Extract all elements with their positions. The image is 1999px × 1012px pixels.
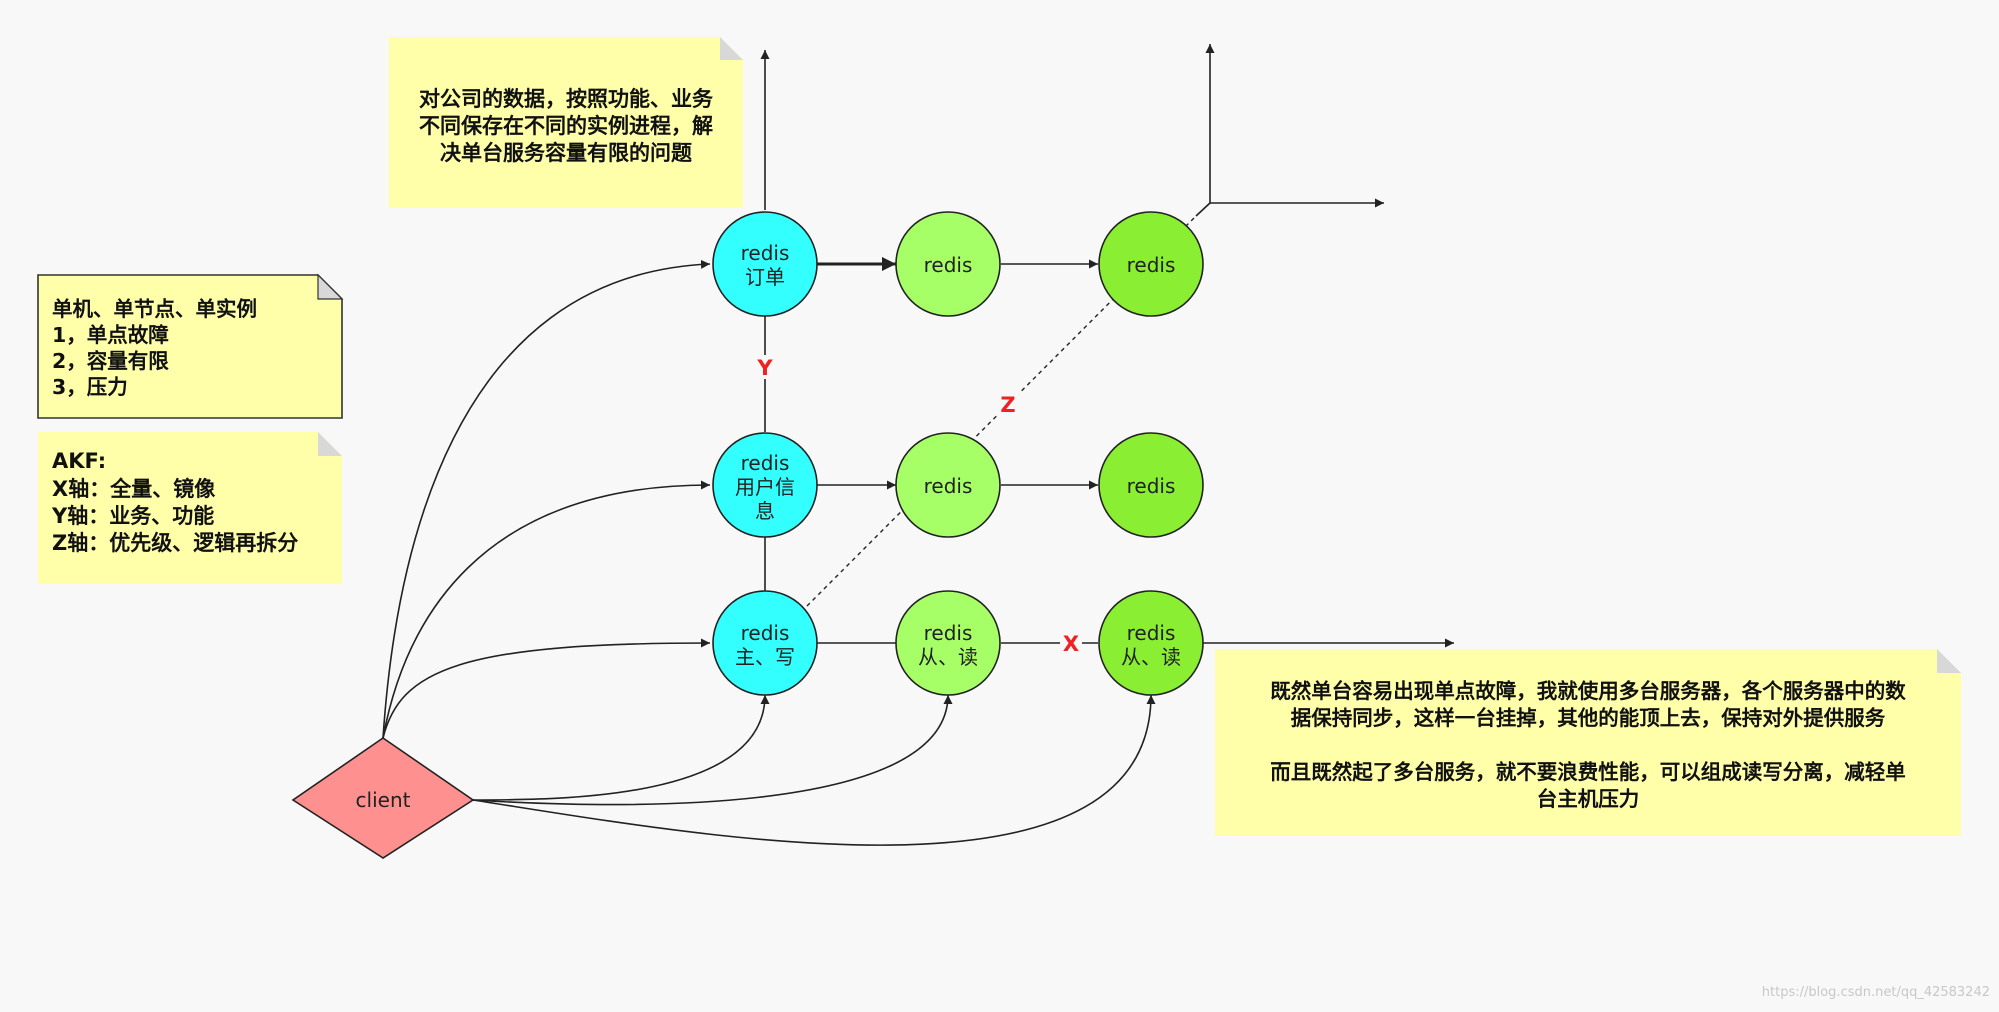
redis-master-line-2: 主、写: [735, 645, 795, 669]
redis-r1-node[interactable]: redis: [895, 211, 1001, 317]
note-akf-line-1: AKF:: [52, 449, 106, 473]
note-y-axis-line-3: 决单台服务容量有限的问题: [440, 141, 693, 165]
redis-slave1-line-1: redis: [924, 621, 973, 645]
redis-slave2-line-2: 从、读: [1121, 645, 1181, 669]
curve-client-to-master: [382, 638, 711, 739]
redis-r3-node[interactable]: redis: [895, 432, 1001, 538]
redis-master-line-1: redis: [741, 621, 790, 645]
redis-user-line-3: 息: [755, 499, 775, 523]
redis-r2-node[interactable]: redis: [1098, 211, 1204, 317]
note-y-axis-line-1: 对公司的数据，按照功能、业务: [419, 87, 714, 111]
note-x-axis-line-5: 台主机压力: [1537, 787, 1640, 811]
redis-slave1-node[interactable]: redis 从、读: [895, 590, 1001, 696]
redis-r2-label: redis: [1127, 253, 1176, 277]
redis-slave2-line-1: redis: [1127, 621, 1176, 645]
redis-master-node[interactable]: redis 主、写: [712, 590, 818, 696]
redis-slave2-node[interactable]: redis 从、读: [1098, 590, 1204, 696]
note-single-line-2: 1，单点故障: [52, 323, 169, 347]
redis-order-line-2: 订单: [745, 265, 785, 289]
note-x-axis-line-2: 据保持同步，这样一台挂掉，其他的能顶上去，保持对外提供服务: [1291, 706, 1886, 730]
note-single-instance: 单机、单节点、单实例 1，单点故障 2，容量有限 3，压力: [37, 273, 344, 419]
redis-user-line-1: redis: [741, 451, 790, 475]
note-x-axis: 既然单台容易出现单点故障，我就使用多台服务器，各个服务器中的数 据保持同步，这样…: [1215, 649, 1961, 836]
redis-r1-label: redis: [924, 253, 973, 277]
redis-r4-node[interactable]: redis: [1098, 432, 1204, 538]
curve-client-to-slave2: [472, 694, 1156, 846]
curve-client-to-master-below: [472, 694, 770, 801]
z-axis-label-wrap: Z: [997, 392, 1019, 417]
z-axis-label: Z: [1000, 393, 1015, 417]
curve-client-to-slave1: [472, 694, 953, 806]
curve-client-to-order: [382, 259, 711, 739]
x-axis-label-wrap: X: [1060, 632, 1082, 656]
note-x-axis-line-1: 既然单台容易出现单点故障，我就使用多台服务器，各个服务器中的数: [1270, 679, 1906, 703]
redis-user-node[interactable]: redis 用户信 息: [712, 432, 818, 538]
y-axis-label: Y: [756, 356, 773, 380]
note-y-axis-line-2: 不同保存在不同的实例进程，解: [419, 114, 713, 138]
note-single-line-4: 3，压力: [52, 375, 128, 399]
note-akf-line-3: Y轴：业务、功能: [51, 504, 214, 528]
note-single-line-3: 2，容量有限: [52, 349, 169, 373]
client-node[interactable]: client: [291, 737, 475, 859]
redis-r3-label: redis: [924, 474, 973, 498]
x-axis-label: X: [1063, 632, 1079, 656]
note-akf: AKF: X轴：全量、镜像 Y轴：业务、功能 Z轴：优先级、逻辑再拆分: [38, 432, 342, 584]
note-akf-line-4: Z轴：优先级、逻辑再拆分: [52, 531, 298, 555]
watermark-text: https://blog.csdn.net/qq_42583242: [1762, 985, 1990, 1000]
top-right-diagonal-stub: [1195, 202, 1211, 217]
note-single-line-1: 单机、单节点、单实例: [52, 297, 257, 321]
redis-slave1-line-2: 从、读: [918, 645, 978, 669]
note-x-axis-line-4: 而且既然起了多台服务，就不要浪费性能，可以组成读写分离，减轻单: [1270, 760, 1906, 784]
redis-order-node[interactable]: redis 订单: [712, 211, 818, 317]
curve-client-to-user: [382, 480, 711, 739]
note-y-axis: 对公司的数据，按照功能、业务 不同保存在不同的实例进程，解 决单台服务容量有限的…: [389, 37, 743, 208]
client-label: client: [356, 788, 411, 812]
redis-r4-label: redis: [1127, 474, 1176, 498]
note-akf-line-2: X轴：全量、镜像: [52, 477, 216, 501]
redis-user-line-2: 用户信: [735, 475, 795, 499]
redis-order-line-1: redis: [741, 241, 790, 265]
y-axis-label-wrap: Y: [754, 355, 776, 380]
